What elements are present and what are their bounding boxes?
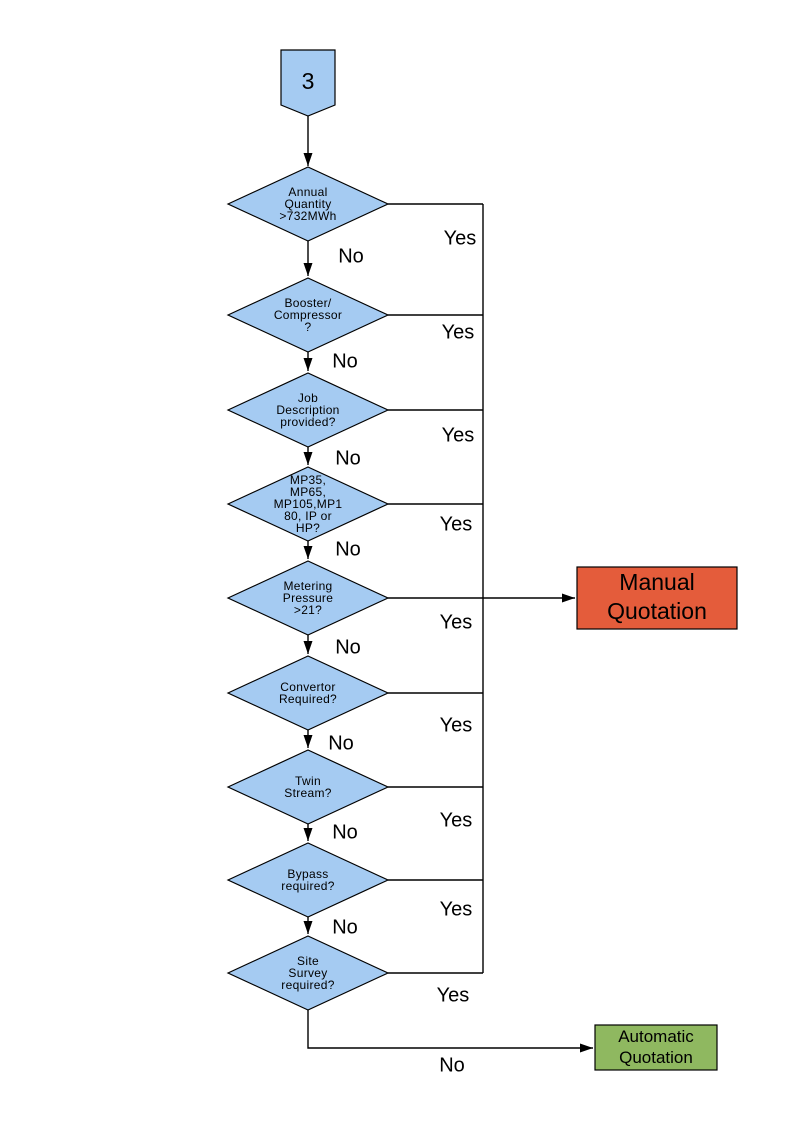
manual-quotation-label: Manual Quotation	[607, 569, 707, 624]
decision-job-description	[226, 372, 390, 448]
decision-label-annual-quantity: Annual Quantity >732MWh	[279, 185, 337, 223]
no-label-bypass-required: No	[332, 916, 358, 939]
yes-label-convertor-required: Yes	[439, 714, 473, 737]
yes-label-twin-stream: Yes	[439, 809, 473, 832]
no-label-twin-stream: No	[332, 821, 358, 844]
manual-quotation-box	[576, 566, 738, 630]
decision-label-convertor-required: Convertor Required?	[278, 680, 338, 706]
automatic-quotation-box	[594, 1024, 718, 1071]
decision-site-survey	[226, 935, 390, 1011]
offpage-connector-label: 3	[301, 67, 315, 94]
no-label-convertor-required: No	[328, 732, 354, 755]
decision-metering-pressure	[226, 560, 390, 636]
decision-label-metering-pressure: Metering Pressure >21?	[282, 579, 334, 617]
no-label-annual-quantity: No	[338, 245, 364, 268]
yes-label-site-survey: Yes	[436, 984, 470, 1007]
no-label-metering-pressure: No	[335, 636, 361, 659]
decision-convertor-required	[226, 655, 390, 731]
decision-booster-compressor	[226, 277, 390, 353]
no-label-site-survey: No	[439, 1054, 465, 1077]
yes-label-mp-models: Yes	[439, 513, 473, 536]
arrow-no-to-automatic-quotation	[307, 1010, 593, 1053]
offpage-connector-shape	[280, 49, 336, 117]
decision-twin-stream	[226, 749, 390, 825]
yes-label-booster-compressor: Yes	[441, 321, 475, 344]
yes-label-job-description: Yes	[441, 424, 475, 447]
yes-label-metering-pressure: Yes	[439, 611, 473, 634]
yes-label-bypass-required: Yes	[439, 898, 473, 921]
yes-label-annual-quantity: Yes	[443, 227, 477, 250]
decision-label-mp-models: MP35, MP65, MP105,MP1 80, IP or HP?	[273, 473, 343, 535]
decision-label-twin-stream: Twin Stream?	[284, 774, 332, 800]
decision-label-site-survey: Site Survey required?	[281, 954, 335, 992]
no-label-mp-models: No	[335, 538, 361, 561]
automatic-quotation-label: Automatic Quotation	[618, 1027, 694, 1067]
decision-mp-models	[226, 466, 390, 542]
decision-bypass-required	[226, 842, 390, 918]
decision-annual-quantity	[226, 166, 390, 242]
decision-label-job-description: Job Description provided?	[276, 391, 340, 429]
no-label-booster-compressor: No	[332, 350, 358, 373]
no-label-job-description: No	[335, 447, 361, 470]
decision-label-booster-compressor: Booster/ Compressor ?	[273, 296, 343, 334]
decision-label-bypass-required: Bypass required?	[281, 867, 335, 893]
